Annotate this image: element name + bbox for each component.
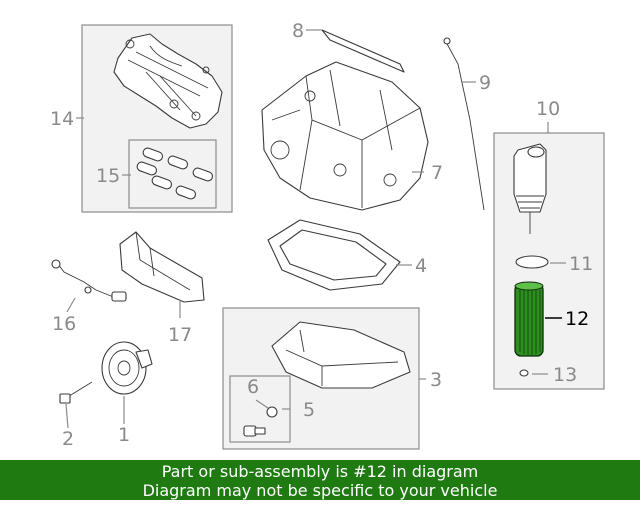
callout-8: 8 <box>292 20 304 42</box>
drain-washer-part[interactable] <box>266 406 278 418</box>
callout-4: 4 <box>415 255 427 277</box>
banner-line-1: Part or sub-assembly is #12 in diagram <box>161 462 479 481</box>
lower-oil-pan-part[interactable] <box>271 321 411 389</box>
oil-filter-group-box <box>493 132 605 390</box>
intake-manifold-part[interactable] <box>113 33 223 129</box>
callout-7: 7 <box>431 162 443 184</box>
callout-11: 11 <box>569 253 593 275</box>
callout-10: 10 <box>536 98 560 120</box>
drain-plug-part[interactable] <box>243 425 266 437</box>
callout-13: 13 <box>553 364 577 386</box>
filter-o-ring-part[interactable] <box>515 255 549 269</box>
oil-filter-housing-part[interactable] <box>513 143 547 234</box>
filter-seal-part[interactable] <box>519 369 529 377</box>
heat-shield-part[interactable] <box>119 231 205 303</box>
callout-6: 6 <box>247 376 259 398</box>
oil-pan-gasket-part[interactable] <box>267 219 401 291</box>
callout-12: 12 <box>565 308 589 330</box>
intake-gaskets-part[interactable] <box>136 147 214 200</box>
callout-5: 5 <box>303 399 315 421</box>
callout-3: 3 <box>430 369 442 391</box>
parts-diagram: 14 15 8 9 7 4 3 5 6 17 16 1 2 10 11 12 1… <box>50 20 605 450</box>
callout-16: 16 <box>52 313 76 335</box>
dipstick-part[interactable] <box>443 37 485 211</box>
crank-pulley-part[interactable] <box>101 341 153 395</box>
callout-1: 1 <box>118 424 130 446</box>
bracket-strip-part[interactable] <box>321 29 405 73</box>
engine-block-part[interactable] <box>261 61 429 211</box>
highlight-banner: Part or sub-assembly is #12 in diagram D… <box>0 460 640 500</box>
banner-line-2: Diagram may not be specific to your vehi… <box>142 481 498 500</box>
callout-9: 9 <box>479 72 491 94</box>
callout-2: 2 <box>62 428 74 450</box>
oil-filter-element-part[interactable] <box>514 281 544 357</box>
callout-14: 14 <box>50 108 74 130</box>
callout-15: 15 <box>96 165 120 187</box>
sensor-harness-part[interactable] <box>51 259 127 302</box>
pulley-bolt-part[interactable] <box>59 381 93 404</box>
callout-17: 17 <box>168 324 192 346</box>
